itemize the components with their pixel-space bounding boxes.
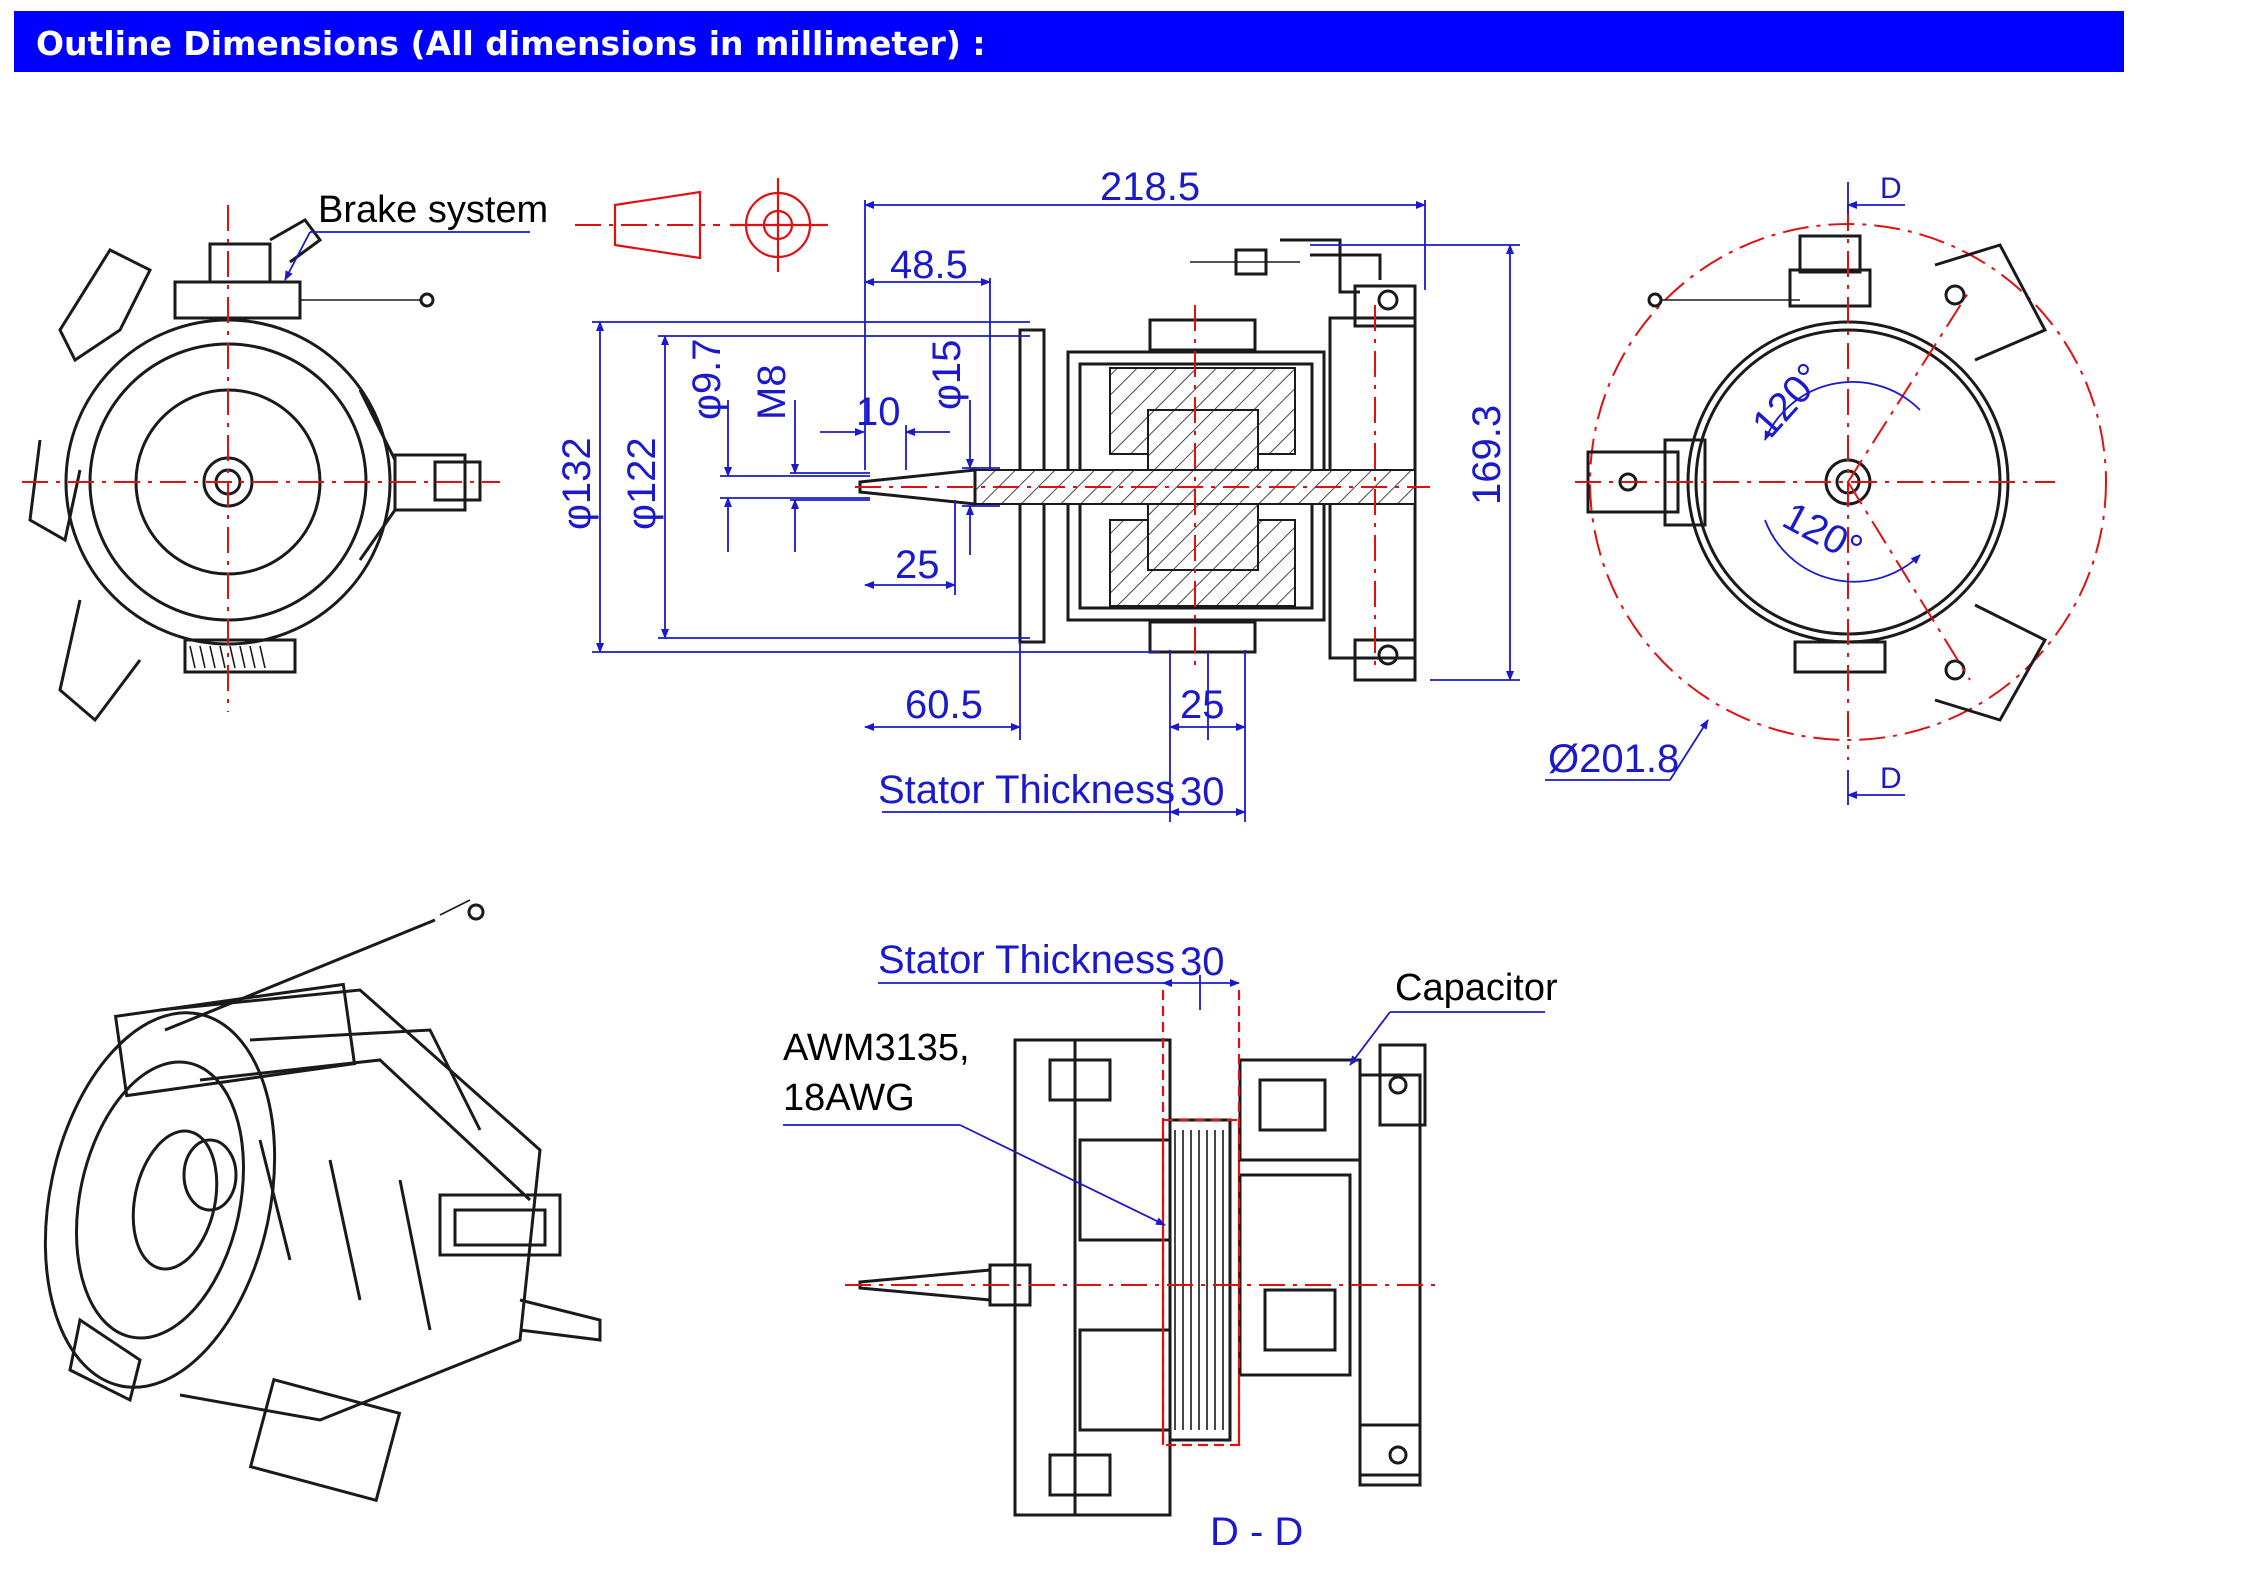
wire-spec-line2: 18AWG bbox=[783, 1077, 915, 1119]
isometric-view bbox=[43, 899, 602, 1503]
dim-diameter-9-7: φ9.7 bbox=[685, 338, 729, 420]
dim-sixty-point-five: 60.5 bbox=[905, 683, 983, 727]
dim-section-d-top: D bbox=[1880, 172, 1902, 205]
dim-diameter-122: φ122 bbox=[620, 437, 664, 530]
dim-angle-top: 120° bbox=[1744, 355, 1832, 446]
dim-diameter-132: φ132 bbox=[555, 437, 599, 530]
dim-overall-length: 218.5 bbox=[1100, 165, 1200, 209]
side-view bbox=[855, 238, 1430, 682]
dim-shaft-length: 48.5 bbox=[890, 243, 968, 287]
front-view bbox=[22, 205, 530, 723]
stator-thickness-section-label: Stator Thickness bbox=[878, 938, 1175, 982]
dim-m8: M8 bbox=[750, 364, 794, 420]
projection-symbol bbox=[575, 178, 828, 272]
page-title: Outline Dimensions (All dimensions in mi… bbox=[36, 24, 986, 63]
dim-height-169-3: 169.3 bbox=[1465, 405, 1509, 505]
rear-view bbox=[1545, 182, 2107, 805]
capacitor-label: Capacitor bbox=[1395, 967, 1558, 1009]
side-dimensions bbox=[592, 200, 1520, 822]
dim-section-d-bottom: D bbox=[1880, 762, 1902, 795]
stator-thickness-side-label: Stator Thickness bbox=[878, 768, 1175, 812]
wire-spec-line1: AWM3135, bbox=[783, 1027, 970, 1069]
dim-angle-bottom: 120° bbox=[1776, 494, 1870, 572]
dim-thirty-section: 30 bbox=[1180, 940, 1225, 984]
brake-system-label: Brake system bbox=[318, 189, 548, 231]
dim-diameter-201-8: Ø201.8 bbox=[1548, 737, 1679, 781]
dim-ten: 10 bbox=[856, 390, 901, 434]
dim-twenty-five-b: 25 bbox=[1180, 683, 1225, 727]
section-view bbox=[783, 975, 1545, 1517]
header-bar: Outline Dimensions (All dimensions in mi… bbox=[14, 11, 2124, 72]
dim-twenty-five-a: 25 bbox=[895, 543, 940, 587]
dim-diameter-15: φ15 bbox=[925, 340, 969, 410]
dim-thirty-side: 30 bbox=[1180, 770, 1225, 814]
section-label: D - D bbox=[1210, 1510, 1303, 1554]
